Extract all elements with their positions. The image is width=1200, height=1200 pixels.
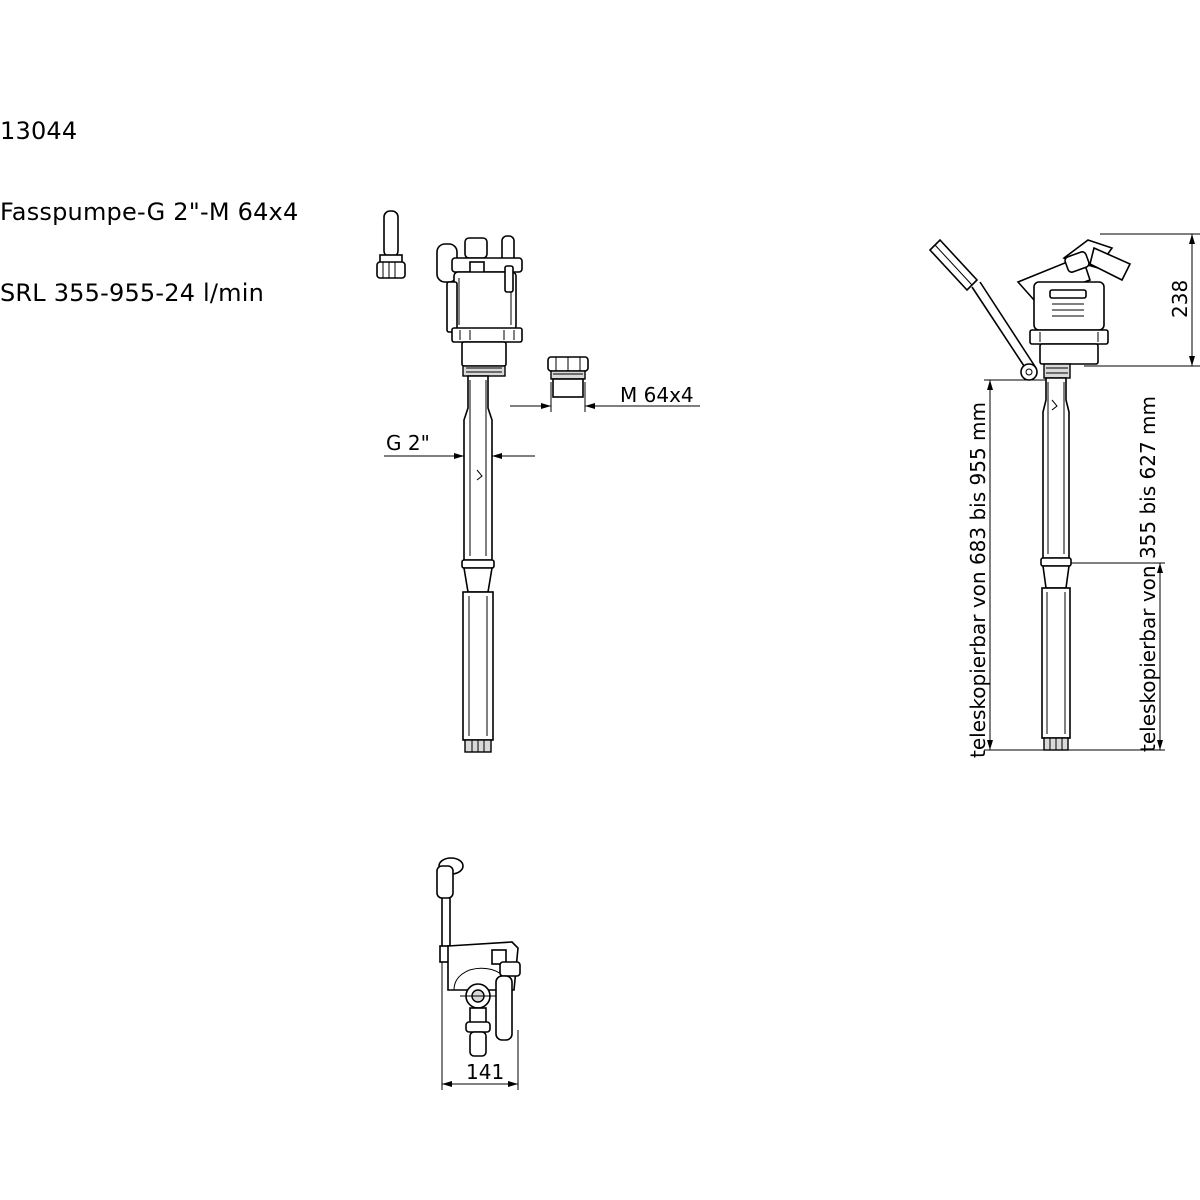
label-141: 141 xyxy=(466,1060,504,1084)
dimension-telescope-tube: teleskopierbar von 355 bis 627 mm xyxy=(1068,396,1165,752)
label-telescope-tube: teleskopierbar von 355 bis 627 mm xyxy=(1136,396,1160,752)
top-view: 141 xyxy=(436,857,521,1090)
product-name: Fasspumpe-G 2"-M 64x4 xyxy=(0,198,299,226)
dimension-telescope-total: teleskopierbar von 683 bis 955 mm xyxy=(966,379,1046,758)
label-m64x4: M 64x4 xyxy=(620,383,694,407)
top-view-body xyxy=(447,941,521,1057)
dimension-141: 141 xyxy=(441,962,519,1090)
lever-handle xyxy=(928,238,1038,381)
side-suction-tube xyxy=(1040,377,1072,751)
front-view: M 64x4 G 2" xyxy=(376,210,700,753)
label-238: 238 xyxy=(1168,280,1192,318)
accessory-nozzle xyxy=(376,210,406,279)
side-view: 238 teleskopierbar von 683 bis 955 mm te… xyxy=(928,233,1200,758)
pump-head xyxy=(436,235,523,377)
article-number: 13044 xyxy=(0,117,78,145)
label-g2: G 2" xyxy=(386,431,430,455)
dimension-g2: G 2" xyxy=(384,431,535,462)
dimension-m64x4: M 64x4 xyxy=(510,382,700,412)
product-spec: SRL 355-955-24 l/min xyxy=(0,279,265,307)
label-telescope-total: teleskopierbar von 683 bis 955 mm xyxy=(966,402,990,758)
suction-tube xyxy=(461,375,495,753)
thread-adapter xyxy=(547,356,589,398)
pump-body xyxy=(1029,281,1109,379)
title-block: 13044 Fasspumpe-G 2"-M 64x4 SRL 355-955-… xyxy=(0,64,298,361)
dimension-238: 238 xyxy=(1084,233,1200,367)
top-view-handle xyxy=(436,857,464,963)
